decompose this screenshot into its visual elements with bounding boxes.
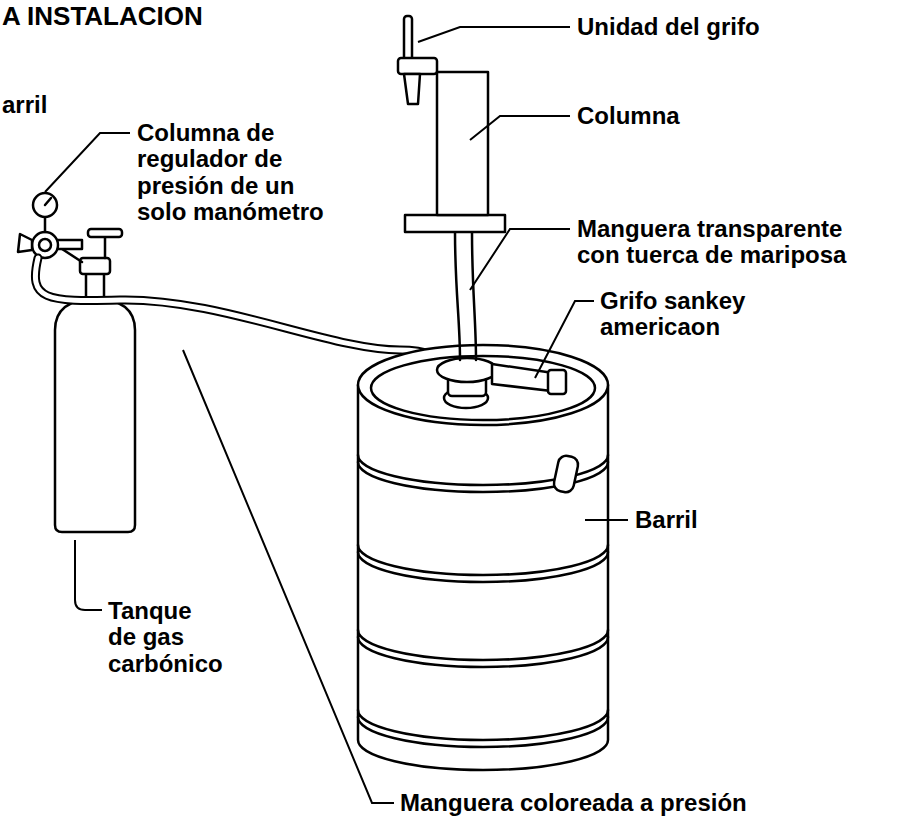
gauge-stem — [44, 217, 47, 232]
pressure-gauge — [33, 193, 57, 217]
gauge-needle — [45, 198, 51, 205]
pressure-hose — [35, 258, 452, 370]
keg-band — [358, 545, 608, 582]
keg-body — [358, 385, 608, 770]
valve-wheel — [88, 229, 122, 237]
part-label: Barril — [635, 507, 698, 533]
keg-band — [358, 630, 608, 667]
part-label: Unidad del grifo — [577, 14, 760, 40]
leader-line — [535, 301, 594, 378]
leader-line — [470, 116, 570, 140]
coupler-lever-end — [548, 370, 566, 394]
tower-base — [405, 215, 505, 232]
leader-line — [470, 229, 570, 290]
tank-neck — [86, 272, 104, 299]
leader-line — [585, 519, 628, 521]
clear-hose — [455, 232, 476, 360]
gas-tank — [55, 298, 135, 532]
faucet-spout — [404, 74, 420, 104]
leader-line — [183, 350, 394, 803]
keg-rim — [358, 345, 608, 425]
part-label: Columna de regulador de presión de un so… — [137, 120, 337, 226]
leader-line — [45, 133, 130, 192]
keg-rim — [371, 356, 595, 420]
part-label: Tanque de gas carbónico — [108, 598, 226, 677]
faucet-handle — [404, 16, 412, 60]
part-label: Manguera transparente con tuerca de mari… — [577, 216, 867, 269]
part-label: arril — [2, 92, 47, 118]
part-label: Grifo sankey americaon — [600, 288, 780, 341]
keg-handle — [552, 454, 579, 493]
part-label: Columna — [577, 103, 680, 129]
leader-line — [75, 540, 102, 610]
keg-band — [358, 710, 608, 747]
leader-line — [418, 27, 570, 42]
tower-column — [437, 72, 488, 215]
regulator-pipe — [56, 240, 82, 249]
tank-valve — [80, 258, 110, 274]
faucet-body — [398, 58, 437, 74]
part-label: Manguera coloreada a presión — [400, 790, 747, 816]
regulator-body — [39, 239, 51, 251]
valve-stem — [104, 236, 107, 258]
regulator-knob — [18, 234, 32, 252]
diagram-title: A INSTALACION — [2, 2, 203, 31]
coupler-body — [437, 358, 497, 382]
pressure-hose — [35, 258, 452, 370]
